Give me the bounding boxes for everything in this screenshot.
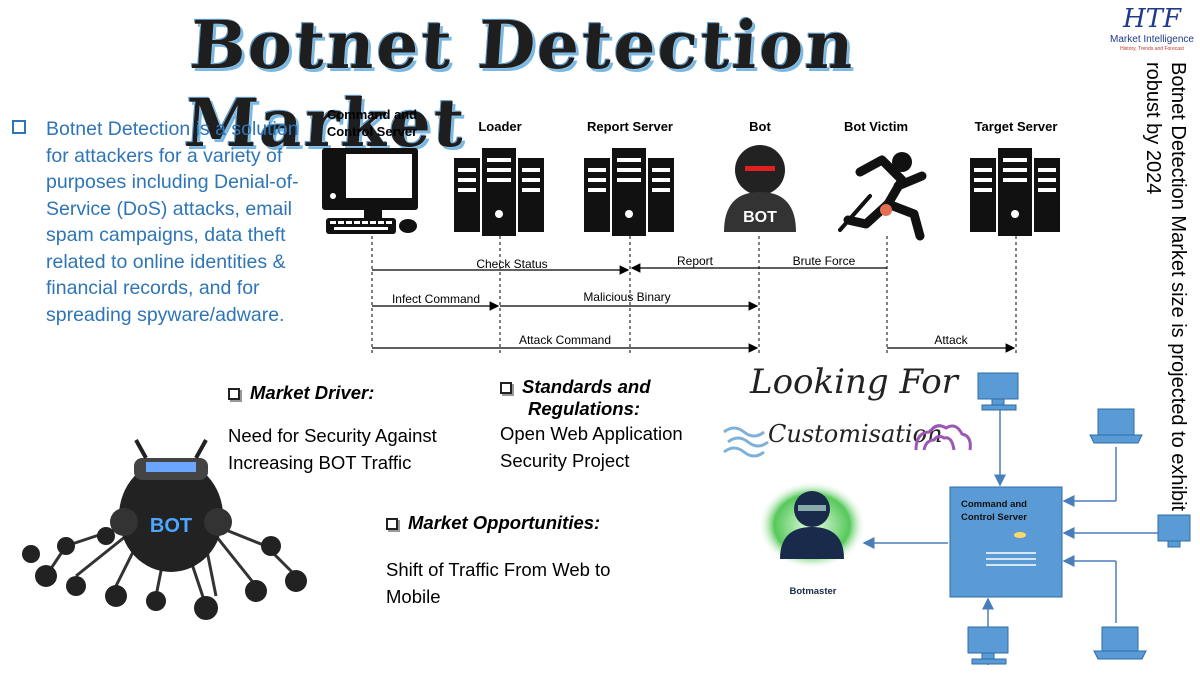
checkbox-bullet-icon [12,120,26,134]
logo-line2: History, Trends and Forecast [1120,46,1184,52]
node-label-bot: Bot [749,119,771,134]
server-icon [970,148,1060,236]
mini-bot-icon [22,527,307,620]
standards-section: Standards and Regulations: Open Web Appl… [500,376,730,474]
msg-brute-force: Brute Force [793,254,856,268]
botnet-network-diagram [758,372,1191,665]
node-label-report-server: Report Server [587,119,673,134]
market-driver-heading: Market Driver: [250,382,375,403]
server-icon [454,148,544,236]
intro-block: Botnet Detection is a solution for attac… [12,116,312,328]
computer-icon [1157,514,1191,548]
msg-attack-command: Attack Command [519,333,611,347]
logo-brand: HTF [1122,4,1182,34]
msg-infect-command: Infect Command [392,292,480,306]
command-control-server-box [949,486,1063,598]
market-driver-body: Need for Security Against Increasing BOT… [228,425,437,473]
opportunities-section: Market Opportunities: Shift of Traffic F… [386,512,686,610]
msg-malicious-binary: Malicious Binary [583,290,670,304]
bot-icon: BOT [724,145,796,232]
botmaster-label: Botmaster [789,586,837,597]
htf-logo: HTF Market Intelligence History, Trends … [1108,4,1196,74]
msg-check-status: Check Status [476,257,547,271]
intro-text: Botnet Detection is a solution for attac… [46,118,299,326]
opportunities-heading: Market Opportunities: [408,512,601,533]
bot-image-text: BOT [150,515,192,537]
cloud-swirl-icon [914,424,972,451]
computer-icon [967,626,1009,665]
opportunities-body: Shift of Traffic From Web to Mobile [386,559,611,607]
laptop-icon [1093,626,1147,660]
bot-icon-text: BOT [743,209,777,226]
bot-body [119,460,223,572]
customisation-link[interactable]: Customisation [768,420,943,448]
node-label-bot-victim: Bot Victim [843,119,909,134]
standards-body: Open Web Application Security Project [500,423,683,471]
node-label-cc-html: Command and Control Server [326,107,418,139]
computer-icon [977,372,1019,411]
logo-line1: Market Intelligence [1110,34,1194,45]
wave-icon [723,426,769,458]
server-icon [584,148,674,236]
hacker-icon [780,491,844,559]
standards-heading-2: Regulations: [528,398,641,419]
msg-report: Report [677,254,714,268]
network-center-label: Command and Control Server [961,499,1027,523]
bot-spider-illustration: BOT [22,439,307,620]
checkbox-bullet-icon [500,382,512,394]
msg-attack: Attack [934,333,968,347]
market-driver-section: Market Driver: Need for Security Against… [228,382,488,476]
checkbox-bullet-icon [228,388,240,400]
looking-for-heading: Looking For [750,362,958,402]
node-label-loader: Loader [478,119,522,134]
node-label-target-server: Target Server [974,119,1058,134]
standards-heading-1: Standards and [522,376,651,397]
laptop-icon [1089,408,1143,444]
checkbox-bullet-icon [386,518,398,530]
computer-icon [322,148,418,234]
decor-swirls [723,424,972,458]
running-victim-icon [838,152,927,241]
